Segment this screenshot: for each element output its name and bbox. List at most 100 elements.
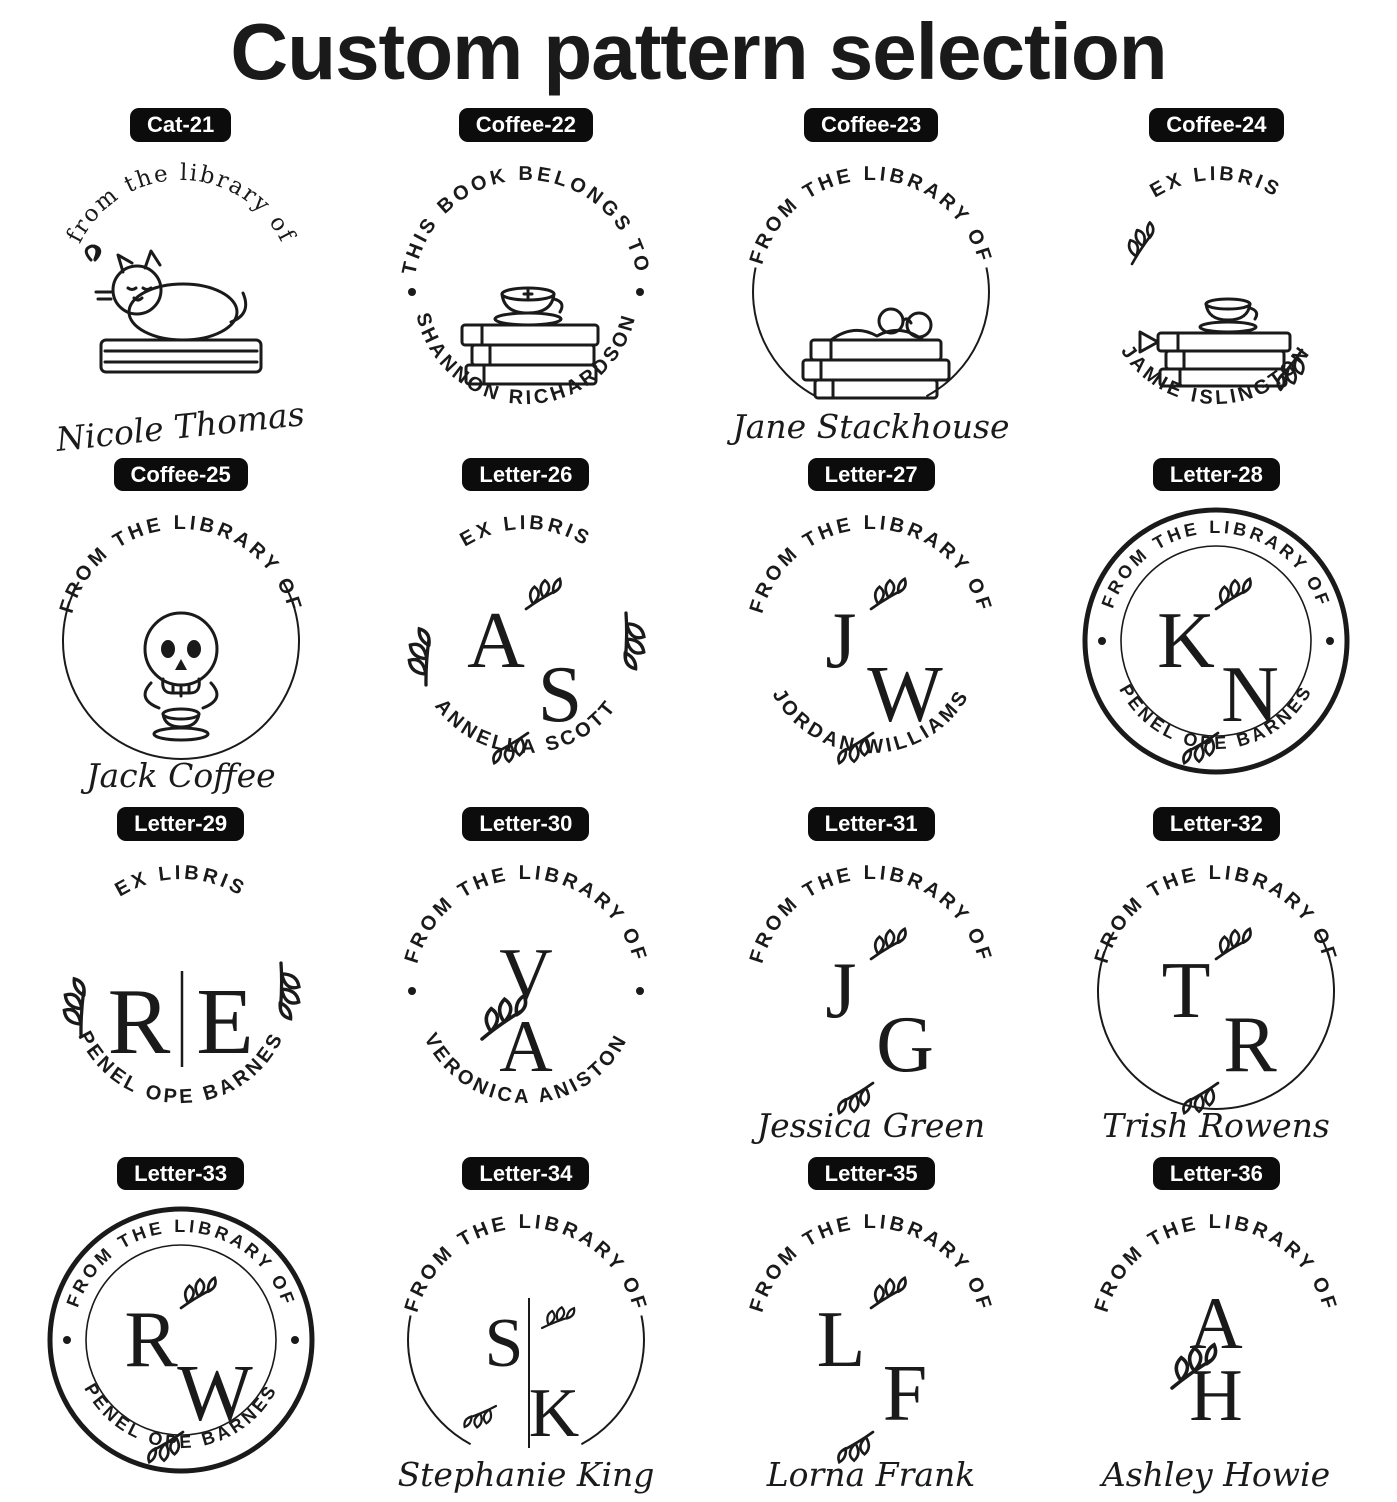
cat-on-book-icon <box>86 246 261 372</box>
monogram: TR <box>1162 925 1278 1116</box>
monogram: AH <box>1161 1283 1243 1437</box>
stamp-card: Coffee-25 FROM THE LIBRARY OF Jack Coffe… <box>8 458 353 804</box>
arc-top-text: THIS BOOK BELONGS TO <box>398 162 653 276</box>
pattern-label: Letter-36 <box>1153 1157 1280 1191</box>
monogram: VA <box>471 934 553 1088</box>
pattern-label: Cat-21 <box>130 108 231 142</box>
monogram-letter-2: E <box>196 970 253 1074</box>
ring-open-arc <box>63 582 299 759</box>
monogram-letter-1: J <box>826 947 857 1035</box>
pattern-label: Letter-26 <box>462 458 589 492</box>
pattern-label: Letter-30 <box>462 807 589 841</box>
monogram-letter-1: K <box>1157 597 1215 685</box>
leaf-sprig-icon <box>1209 925 1255 959</box>
pattern-label: Coffee-23 <box>804 108 938 142</box>
stamp-art: from the library of Nicole Thomas <box>31 144 331 454</box>
side-dot-left <box>408 288 416 296</box>
leaf-sprig-icon <box>864 925 910 959</box>
leaf-sprig-icon <box>401 628 439 685</box>
monogram-letter-2: G <box>876 1001 934 1089</box>
owner-name-script: Nicole Thomas <box>53 394 306 454</box>
leaf-sprig-icon <box>615 613 651 670</box>
side-dot-left <box>63 1336 71 1344</box>
monogram-letter-1: A <box>467 597 525 685</box>
stamp-art: FROM THE LIBRARY OF Jane Stackhouse <box>721 144 1021 454</box>
leaf-sprig-icon <box>864 575 910 609</box>
owner-name-script: Lorna Frank <box>766 1455 976 1494</box>
owner-name-script: Stephanie King <box>397 1455 654 1494</box>
monogram-letter-2: R <box>1224 1001 1278 1089</box>
pattern-label: Coffee-25 <box>114 458 248 492</box>
stamp-card: Coffee-24 EX LIBRIS JAMIE ISLINGTON <box>1044 108 1389 454</box>
side-dot-right <box>636 288 644 296</box>
stamp-art: EX LIBRIS JAMIE ISLINGTON <box>1066 144 1366 454</box>
arc-top-text: FROM THE LIBRARY OF <box>746 861 996 965</box>
arc-top-text: FROM THE LIBRARY OF <box>62 1216 299 1310</box>
monogram-letter-1: J <box>826 597 857 685</box>
arc-top-text: FROM THE LIBRARY OF <box>1098 517 1335 611</box>
arc-top-text: EX LIBRIS <box>1147 162 1286 202</box>
side-dot-right <box>291 1336 299 1344</box>
arc-top-text: FROM THE LIBRARY OF <box>55 512 305 616</box>
owner-name-script: Trish Rowens <box>1103 1106 1331 1145</box>
teacup-on-books-icon <box>462 288 598 384</box>
arc-top-text: FROM THE LIBRARY OF <box>401 1211 651 1315</box>
leaf-sprig-icon <box>462 1406 500 1430</box>
arc-top-text: EX LIBRIS <box>111 861 250 901</box>
monogram-letter-1: T <box>1162 947 1211 1035</box>
pattern-label: Letter-29 <box>117 807 244 841</box>
arc-top-text: FROM THE LIBRARY OF <box>746 1211 996 1315</box>
leaf-sprig-icon <box>174 1274 220 1308</box>
monogram-letter-1: L <box>817 1296 866 1384</box>
leaf-sprig-icon <box>864 1274 910 1308</box>
monogram: JG <box>826 925 934 1116</box>
arc-top-text: from the library of <box>61 159 299 246</box>
ring-outer-circle <box>1085 510 1347 772</box>
owner-name-script: Ashley Howie <box>1099 1455 1330 1494</box>
monogram: SK <box>462 1298 580 1452</box>
books-and-glasses-icon <box>803 309 949 398</box>
pattern-label: Letter-35 <box>808 1157 935 1191</box>
monogram-letter-2: K <box>529 1375 580 1452</box>
owner-name-script: Jessica Green <box>751 1106 985 1145</box>
pattern-label: Letter-34 <box>462 1157 589 1191</box>
stamp-grid: Cat-21 from the library of Nicole Thomas… <box>0 108 1397 1502</box>
stamp-art: THIS BOOK BELONGS TO SHANNON RICHARDSON <box>376 144 676 454</box>
arc-top-text: EX LIBRIS <box>456 512 595 552</box>
monogram-letter-1: R <box>124 1296 178 1384</box>
monogram-letter-1: S <box>484 1305 523 1382</box>
arc-top-text: FROM THE LIBRARY OF <box>746 512 996 616</box>
pattern-label: Coffee-24 <box>1149 108 1283 142</box>
skull-with-coffee-icon <box>145 613 217 740</box>
side-dot-right <box>636 987 644 995</box>
side-dot-left <box>1098 637 1106 645</box>
arc-bottom-text: ANNELLA SCOTT <box>430 695 621 758</box>
leaf-sprig-icon <box>270 963 306 1020</box>
stamp-card: Coffee-22 THIS BOOK BELONGS TO SHANNON R… <box>353 108 698 454</box>
leaf-sprig-icon <box>519 575 565 609</box>
owner-name-script: Jane Stackhouse <box>727 407 1010 446</box>
pattern-label: Letter-27 <box>808 458 935 492</box>
page-title: Custom pattern selection <box>0 6 1397 98</box>
side-dot-left <box>408 987 416 995</box>
monogram: LF <box>817 1274 928 1465</box>
arc-top-text: FROM THE LIBRARY OF <box>746 162 996 266</box>
